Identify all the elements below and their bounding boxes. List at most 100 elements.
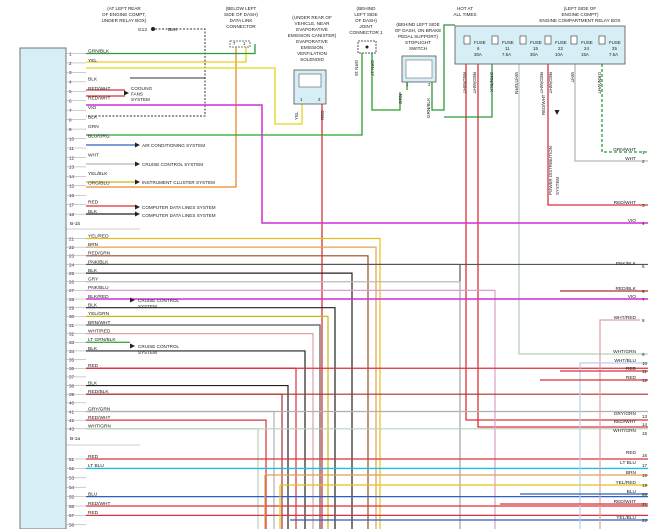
arrow-down-icon	[554, 110, 560, 115]
wire-grn-joint	[371, 53, 401, 111]
pin-number: 7	[69, 108, 72, 113]
power-distribution-label: SYSTEM	[555, 177, 560, 195]
wire-label: PNK/BLK	[88, 259, 109, 265]
connector-section-label: B-1a	[70, 436, 80, 442]
pin-number: 27	[69, 288, 75, 293]
right-wire-label: WHT/RED	[614, 315, 637, 321]
pin-number: 17	[69, 203, 75, 208]
pin-number: 25	[69, 271, 75, 276]
fuse-number: 25	[612, 46, 617, 51]
harness-wire-34	[86, 350, 306, 529]
wire-grn-blk	[86, 44, 256, 55]
right-pin-number: 11	[642, 369, 647, 374]
wire-yel-dlc	[86, 47, 247, 63]
cruise-control-label: CRUISE CONTROL SYSTEM	[142, 162, 203, 167]
wire-label: RED	[88, 510, 99, 516]
pin-number: 52	[69, 466, 75, 471]
cruise-control-label: CRUISE CONTROL	[138, 344, 180, 349]
wire-label: BLK/RED	[88, 294, 109, 300]
pin-number: 28	[69, 297, 75, 302]
wire-label: RED/WHT	[88, 415, 110, 421]
evap-solenoid-label: VEHICLE, NEAR	[295, 21, 331, 26]
right-wire-label: RED/WHT	[614, 200, 636, 206]
hot-at-label: HOT AT	[457, 6, 473, 11]
right-wire-label: WHT/GRN	[613, 428, 636, 434]
right-wire-label: GRN/WHT	[613, 147, 636, 153]
wire-label: BLU	[88, 491, 98, 497]
pin-number: 3	[69, 70, 72, 75]
pin-number: 41	[69, 409, 75, 414]
pin-number: 5	[69, 89, 72, 94]
fuse-amp: 10A	[555, 52, 563, 57]
data-link-label: (BELOW LEFT	[226, 6, 257, 11]
pin-number: 57	[69, 513, 75, 518]
wire-label: BLK	[88, 114, 98, 120]
pin-number: 8	[69, 117, 72, 122]
right-wire-label: RED/WHT	[614, 499, 636, 505]
stoplight-label: STOPLIGHT	[405, 40, 431, 45]
wire-red-wht-fuse6b	[477, 64, 648, 428]
wire-wht-fuse24	[574, 64, 648, 162]
data-link-label: CONNECTOR	[226, 24, 256, 29]
wire-label: BLK	[88, 346, 98, 352]
arrow-right-icon	[135, 161, 140, 167]
wire-label: RED/WHT	[88, 96, 110, 102]
wire-grn	[86, 53, 363, 136]
wire-label: GRY/GRN	[88, 406, 111, 412]
fuse-amp: 15A	[581, 52, 589, 57]
wire-wht-grn-fuse15	[518, 64, 648, 355]
wire-yel-evap	[86, 67, 303, 125]
pin-number: 36	[69, 366, 75, 371]
joint-connector-label: JOINT	[359, 24, 372, 29]
harness-wire-29	[86, 307, 336, 529]
right-pin-number: 10	[642, 361, 648, 366]
arrow-right-icon	[135, 211, 140, 217]
right-wire-label: LT BLU	[620, 460, 636, 466]
pin-number: 55	[69, 494, 75, 499]
pin-number: 35	[69, 357, 75, 362]
right-pin-number: 8	[642, 318, 645, 323]
wire-label: YEL/RED	[88, 233, 109, 239]
fuse-number: 22	[558, 46, 563, 51]
data-link-pin: 1	[243, 41, 246, 46]
pin-number: 58	[69, 523, 75, 528]
pin-number: 9	[69, 127, 72, 132]
relay-box-body	[454, 25, 626, 65]
joint-connector-label: CONNECTOR 1	[349, 30, 383, 35]
wire-label: RED/WHT	[88, 501, 110, 507]
pin-number: 53	[69, 476, 75, 481]
wire-label: YEL/GRN	[88, 311, 110, 317]
right-wire-label: WHT	[625, 156, 636, 162]
stoplight-label: OF DASH, ON BRAKE	[395, 28, 442, 33]
pin-number: 38	[69, 383, 75, 388]
evap-solenoid-label: SOLENOID	[300, 57, 324, 62]
harness-wire-27	[86, 289, 496, 529]
right-wire-label: RED/WHT	[614, 419, 636, 425]
computer-data-lines-label: COMPUTER DATA LINES SYSTEM	[142, 205, 216, 210]
wire-layer	[66, 24, 648, 529]
power-distribution-wire: RED/WHT	[541, 94, 546, 115]
right-pin-number: 20	[642, 492, 648, 497]
wire-label: GRN	[88, 124, 99, 130]
wire-label: GRN/BLK	[88, 48, 110, 54]
evap-wire-label: RED	[320, 110, 325, 120]
wire-label: RED/BLK	[88, 389, 109, 395]
right-wire-label: RED	[626, 366, 637, 372]
harness-wire-42	[86, 419, 267, 529]
wire-label: WHT/GRN	[88, 424, 111, 430]
wire-label: YEL	[88, 58, 97, 64]
pin-number: 2	[69, 61, 72, 66]
solenoid-coil-icon	[298, 73, 322, 88]
right-wire-label: WHT/BLU	[614, 358, 636, 364]
cruise-control-label: SYSTEM	[138, 304, 157, 309]
right-pin-number: 13	[642, 414, 648, 419]
right-pin-number: 4	[642, 221, 645, 226]
ground-location-label: UNDER RELAY BOX)	[102, 18, 147, 23]
fuse-name: FUSE	[581, 40, 593, 45]
pin-number: 24	[69, 262, 75, 267]
wire-label: BRN/WHT	[88, 320, 110, 326]
wire-label: LT BLU	[88, 463, 104, 469]
wire-label: RED	[88, 363, 99, 369]
wire-label: BLK	[88, 303, 98, 309]
ground-id-label: G12	[138, 27, 147, 33]
